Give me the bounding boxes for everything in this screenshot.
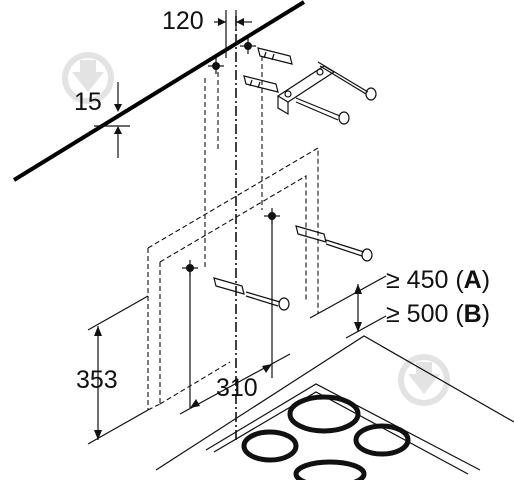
- hob-cooktop: [155, 335, 514, 480]
- hob-burner-icon: [241, 429, 299, 463]
- chimney-outline: [147, 56, 319, 411]
- drill-hole-icon: [240, 38, 256, 54]
- dim-353: 353: [76, 295, 149, 445]
- screw-icon: [295, 97, 350, 125]
- wall-plug-icon: [257, 47, 293, 65]
- dim-15: 15: [74, 82, 130, 158]
- drill-hole-icon: [208, 58, 224, 74]
- hob-burner-icon: [293, 459, 367, 480]
- dim-120-label: 120: [162, 7, 204, 35]
- wall-plug-icon: [295, 225, 327, 243]
- screw-icon: [325, 239, 373, 262]
- watermark-icon: [398, 354, 450, 406]
- dim-clearance: [309, 275, 387, 339]
- dim-120: 120: [162, 7, 252, 58]
- clearance-b-label: ≥ 500 (B): [386, 300, 490, 328]
- hob-burner-icon: [287, 394, 361, 434]
- dim-353-label: 353: [76, 366, 118, 394]
- ceiling-line: [12, 0, 306, 182]
- screw-icon: [317, 61, 377, 101]
- dim-310-label: 310: [216, 374, 258, 402]
- wall-plug-icon: [243, 75, 279, 93]
- dim-15-label: 15: [74, 88, 102, 116]
- wall-plug-icon: [213, 277, 245, 295]
- hob-burner-icon: [353, 423, 411, 457]
- clearance-a-label: ≥ 450 (A): [386, 266, 490, 294]
- screw-icon: [245, 291, 290, 311]
- watermark-icon: [62, 52, 114, 104]
- dim-310: 310: [179, 353, 291, 415]
